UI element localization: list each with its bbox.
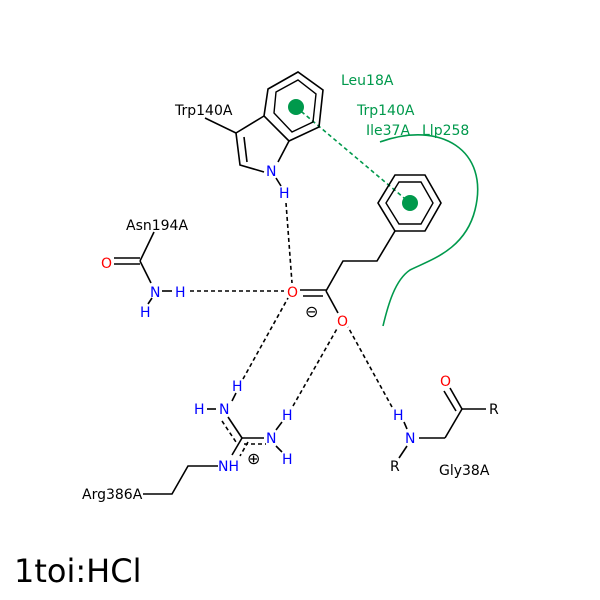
atom-label: H <box>282 408 293 424</box>
atom-label: NH <box>218 459 239 475</box>
hbond-trp <box>285 202 293 284</box>
gly-nh-bond <box>403 421 408 430</box>
residue-label: Arg386A <box>82 487 143 503</box>
negative-charge: ⊖ <box>305 302 318 321</box>
pi-stacking-line <box>295 106 411 204</box>
atom-label: H <box>140 305 151 321</box>
ring-centroid-trp <box>288 99 304 115</box>
ligand-chain <box>325 230 396 292</box>
atom-label: N <box>150 285 160 301</box>
hydrophobic-residue-label: Trp140A <box>356 103 415 119</box>
arg-cn-bond <box>227 416 243 439</box>
atom-label: O <box>337 314 348 330</box>
gly-n-r-bond <box>398 445 408 459</box>
atom-label: H <box>194 402 205 418</box>
hbond-arg-2 <box>292 326 339 407</box>
atom-label: H <box>393 408 404 424</box>
asn-bond <box>139 231 155 262</box>
atom-label: N <box>266 164 276 180</box>
atom-label: H <box>282 452 293 468</box>
residue-label: Asn194A <box>126 218 188 234</box>
atom-label: H <box>175 285 186 301</box>
pyrrole-bond <box>277 140 290 163</box>
arg-nh-bond <box>231 392 237 402</box>
arg-nh-bond-3 <box>275 421 283 431</box>
gly-ca-c-bond <box>444 408 463 439</box>
asn-cn-bond <box>139 260 152 284</box>
atom-label: R <box>390 459 400 475</box>
ligand-phenyl-ring <box>377 174 442 232</box>
residue-label: Trp140A <box>174 103 233 119</box>
gly-co-bond <box>449 387 463 410</box>
hydrophobic-residue-label: Ile37A <box>366 123 410 139</box>
phenyl-aromatic-inner <box>385 181 434 225</box>
arg-cn-partial <box>221 420 237 443</box>
asn-nh2-bond <box>147 297 153 305</box>
hbond-gly <box>347 326 393 408</box>
complex-title: 1toi:HCl <box>14 552 142 590</box>
atom-label: N <box>266 431 276 447</box>
arg-chain <box>143 465 218 495</box>
hbond-arg-1 <box>242 297 289 380</box>
atom-label: O <box>440 374 451 390</box>
arg-nh-bond-4 <box>275 445 283 453</box>
atom-label: N <box>219 402 229 418</box>
arg-cn3-bond <box>231 437 243 456</box>
arg-cn3-partial <box>239 441 249 457</box>
atom-label: O <box>287 285 298 301</box>
positive-charge: ⊕ <box>247 449 260 468</box>
co-single-bond <box>325 290 339 314</box>
ring-centroid-ligand <box>402 195 418 211</box>
pyrrole-double-bond <box>243 136 248 163</box>
atom-label: N <box>405 431 415 447</box>
hydrophobic-residue-label: Llp258 <box>422 123 469 139</box>
indole-pyrrole <box>235 115 265 173</box>
trp-attachment-bond <box>204 117 237 134</box>
hydrophobic-residue-label: Leu18A <box>341 73 394 89</box>
atom-label: H <box>232 379 243 395</box>
residue-label: Gly38A <box>439 463 490 479</box>
atom-label: O <box>101 256 112 272</box>
nh-bond <box>275 177 282 187</box>
atom-label: H <box>279 186 290 202</box>
indole-aromatic-inner <box>273 79 317 133</box>
atom-label: R <box>489 402 499 418</box>
gly-co-bond-2 <box>443 390 457 412</box>
hydrophobic-contour <box>379 134 479 327</box>
